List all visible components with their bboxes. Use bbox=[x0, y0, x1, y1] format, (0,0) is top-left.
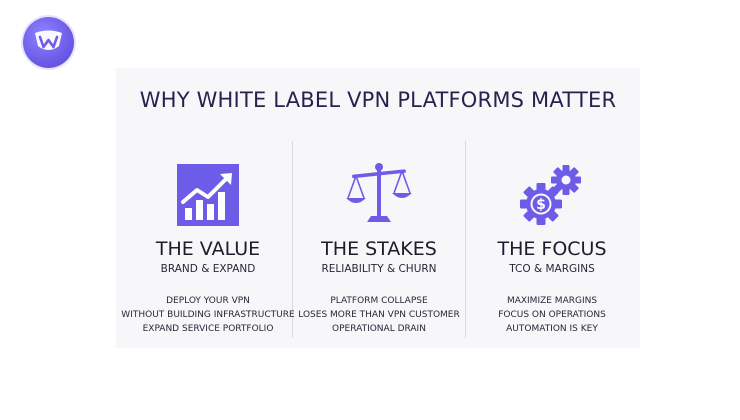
body-line: OPERATIONAL DRAIN bbox=[332, 324, 426, 334]
body-line: AUTOMATION IS KEY bbox=[506, 324, 598, 334]
body-line: PLATFORM COLLAPSE bbox=[330, 296, 428, 306]
body-line: WITHOUT BUILDING INFRASTRUCTURE bbox=[121, 310, 295, 320]
column-body: DEPLOY YOUR VPN WITHOUT BUILDING INFRAST… bbox=[121, 294, 295, 336]
svg-text:$: $ bbox=[536, 197, 546, 213]
body-line: LOSES MORE THAN VPN CUSTOMER bbox=[298, 310, 460, 320]
logo-mark-icon bbox=[35, 30, 62, 50]
slide-title: WHY WHITE LABEL VPN PLATFORMS MATTER bbox=[139, 88, 617, 112]
column-subheading: RELIABILITY & CHURN bbox=[321, 263, 437, 275]
column-subheading: BRAND & EXPAND bbox=[160, 263, 256, 275]
body-line: FOCUS ON OPERATIONS bbox=[498, 310, 606, 320]
balance-scale-icon bbox=[346, 163, 412, 222]
column-body: MAXIMIZE MARGINS FOCUS ON OPERATIONS AUT… bbox=[465, 294, 639, 336]
body-line: DEPLOY YOUR VPN bbox=[166, 296, 250, 306]
column-heading: THE VALUE bbox=[155, 238, 261, 260]
column-focus: $ THE FOCUS TCO & MARGINS MAXIMIZE MARGI… bbox=[465, 160, 639, 336]
column-stakes: THE STAKES RELIABILITY & CHURN PLATFORM … bbox=[292, 160, 466, 336]
body-line: EXPAND SERVICE PORTFOLIO bbox=[142, 324, 274, 334]
brand-logo[interactable] bbox=[23, 17, 74, 68]
slide-panel: WHY WHITE LABEL VPN PLATFORMS MATTER THE… bbox=[116, 68, 640, 348]
gears-dollar-icon: $ bbox=[520, 165, 581, 225]
growth-chart-icon bbox=[177, 164, 239, 226]
column-subheading: TCO & MARGINS bbox=[509, 263, 595, 275]
column-divider bbox=[465, 141, 466, 338]
column-heading: THE STAKES bbox=[321, 238, 437, 260]
column-body: PLATFORM COLLAPSE LOSES MORE THAN VPN CU… bbox=[292, 294, 466, 336]
column-value: THE VALUE BRAND & EXPAND DEPLOY YOUR VPN… bbox=[121, 160, 295, 336]
column-divider bbox=[292, 141, 293, 338]
body-line: MAXIMIZE MARGINS bbox=[506, 296, 598, 306]
column-heading: THE FOCUS bbox=[497, 238, 607, 260]
